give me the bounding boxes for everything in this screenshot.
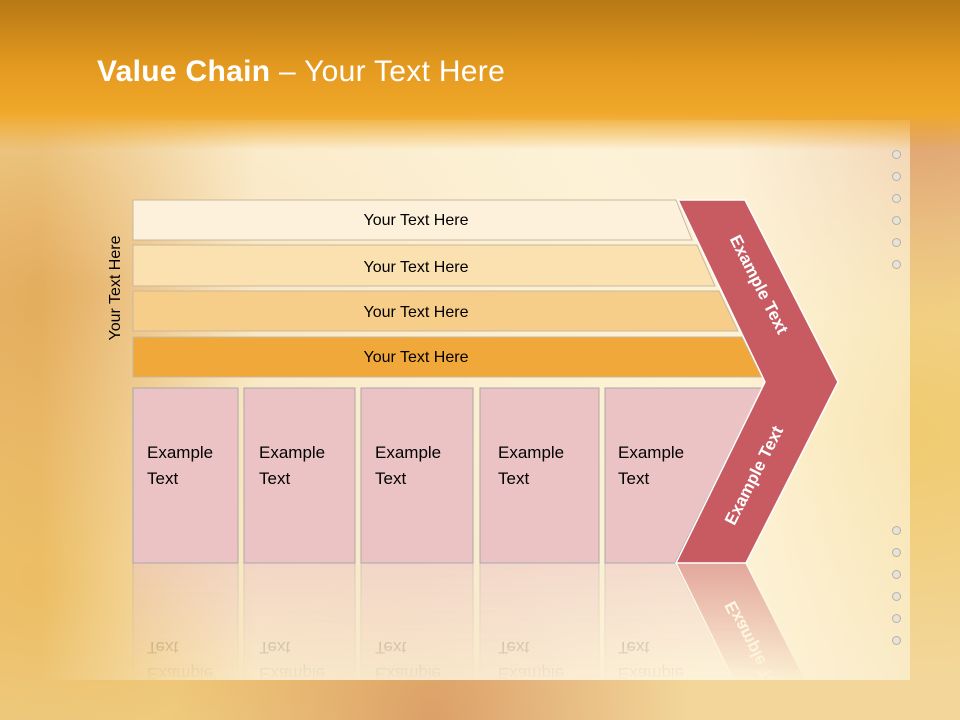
bar-3-label: Your Text Here [364,304,469,321]
svg-text:Text: Text [375,638,406,657]
svg-text:Text: Text [259,638,290,657]
box-4-line1: Example [498,443,564,462]
svg-text:Example: Example [259,664,325,683]
box-3 [360,387,474,564]
box-1-line1: Example [147,443,213,462]
bar-1-label: Your Text Here [364,212,469,229]
box-3-line1: Example [375,443,441,462]
bar-3 [132,290,739,332]
bar-1 [132,199,693,241]
box-4-line2: Text [498,469,529,488]
box-4 [479,387,600,564]
box-5-line1: Example [618,443,684,462]
slide-title-rest: – Your Text Here [270,55,506,88]
svg-text:Example: Example [375,664,441,683]
slide-title: Value Chain – Your Text Here [97,55,505,89]
box-1 [132,387,239,564]
header-band [0,0,960,150]
box-2-line2: Text [259,469,290,488]
svg-text:Example: Example [498,664,564,683]
svg-text:Text: Text [498,638,529,657]
bar-2 [132,244,716,287]
bar-2-label: Your Text Here [364,259,469,276]
svg-text:Example: Example [147,664,213,683]
box-3-line2: Text [375,469,406,488]
svg-text:Text: Text [147,638,178,657]
svg-text:Text: Text [618,638,649,657]
box-2-line1: Example [259,443,325,462]
box-2 [243,387,356,564]
slide-title-bold: Value Chain [97,55,271,88]
box-1-line2: Text [147,469,178,488]
diagram-reflection: Example Text Example Text Example Text E… [132,562,827,720]
box-5-line2: Text [618,469,649,488]
svg-text:Example: Example [618,664,684,683]
bar-4-label: Your Text Here [364,349,469,366]
